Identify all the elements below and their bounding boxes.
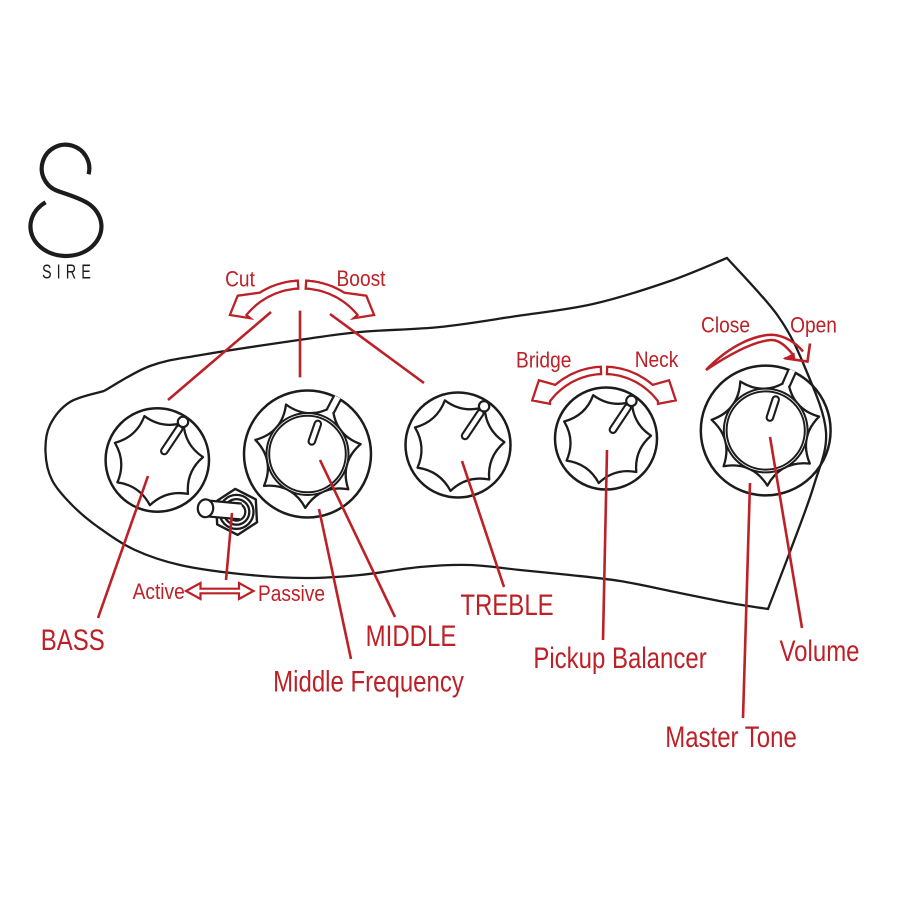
svg-text:TREBLE: TREBLE (460, 588, 553, 622)
svg-text:MIDDLE: MIDDLE (366, 619, 457, 653)
svg-text:Close: Close (701, 313, 750, 338)
svg-text:Volume: Volume (779, 634, 859, 668)
svg-text:Boost: Boost (337, 267, 386, 292)
svg-text:Open: Open (790, 313, 837, 338)
svg-text:Bridge: Bridge (516, 348, 571, 373)
svg-text:Active: Active (133, 580, 185, 605)
svg-text:Master Tone: Master Tone (665, 720, 797, 754)
svg-text:SIRE: SIRE (42, 260, 96, 283)
svg-text:BASS: BASS (41, 623, 105, 657)
svg-text:Cut: Cut (225, 267, 255, 292)
svg-text:Passive: Passive (258, 582, 325, 607)
svg-text:Pickup Balancer: Pickup Balancer (533, 641, 706, 675)
svg-text:Neck: Neck (635, 348, 679, 373)
svg-text:Middle Frequency: Middle Frequency (273, 664, 464, 698)
